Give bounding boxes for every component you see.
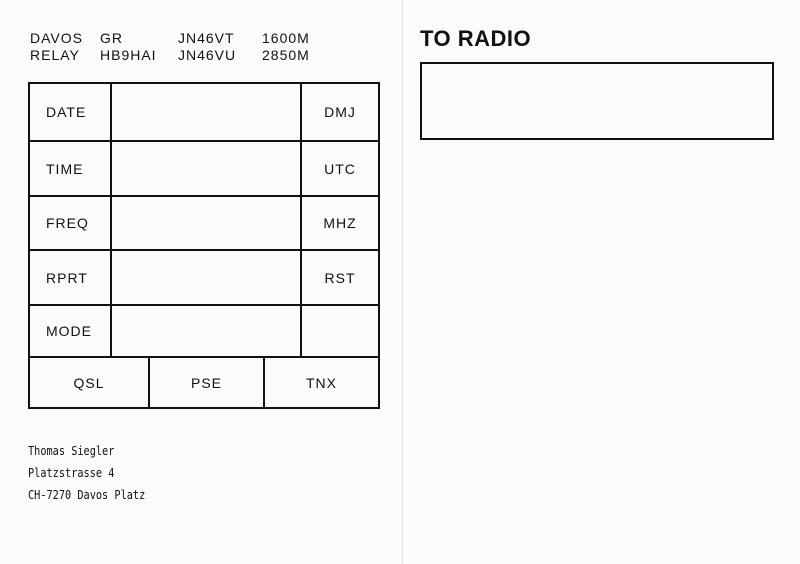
log-row-freq: FREQ MHZ (30, 195, 378, 249)
log-unit-rprt: RST (324, 269, 356, 286)
header-locator: JN46VT (178, 30, 235, 46)
log-unit-date: DMJ (324, 104, 356, 120)
qsl-label: QSL (30, 358, 150, 407)
log-label-rprt: RPRT (30, 251, 112, 304)
header-relay-label: RELAY (30, 47, 80, 63)
sender-street: Platzstrasse 4 (28, 465, 115, 480)
log-label-time: TIME (30, 142, 112, 195)
tnx-label: TNX (306, 374, 337, 391)
log-unit-freq: MHZ (323, 215, 357, 231)
log-value-time[interactable] (112, 142, 302, 195)
log-row-date: DATE DMJ (30, 84, 378, 140)
sender-city: CH-7270 Davos Platz (28, 487, 146, 502)
log-unit-mode (302, 306, 378, 356)
sender-name: Thomas Siegler (28, 443, 115, 458)
header-place: DAVOS (30, 30, 83, 46)
recipient-title: TO RADIO (420, 26, 532, 51)
sender-address: Thomas Siegler Platzstrasse 4 CH-7270 Da… (28, 440, 145, 506)
header-relay-call: HB9HAI (100, 47, 157, 63)
recipient-callsign-box[interactable] (420, 62, 774, 140)
log-row-qsl: QSL PSE TNX (30, 356, 378, 407)
log-value-mode[interactable] (112, 306, 302, 356)
log-value-date[interactable] (112, 84, 302, 140)
log-unit-time: UTC (324, 160, 356, 177)
header-altitude: 1600M (262, 30, 310, 46)
header-relay-locator: JN46VU (178, 47, 237, 63)
log-value-freq[interactable] (112, 197, 302, 249)
log-row-rprt: RPRT RST (30, 249, 378, 304)
log-label-mode: MODE (30, 306, 112, 356)
header-canton: GR (100, 30, 123, 46)
log-row-mode: MODE (30, 304, 378, 356)
card-fold-line (402, 0, 403, 564)
log-label-date: DATE (30, 84, 112, 140)
log-row-time: TIME UTC (30, 140, 378, 195)
header-line-location: DAVOS GR JN46VT 1600M (30, 30, 332, 47)
header-relay-altitude: 2850M (262, 47, 310, 63)
log-label-freq: FREQ (30, 197, 112, 249)
header-line-relay: RELAY HB9HAI JN46VU 2850M (30, 47, 332, 64)
log-value-rprt[interactable] (112, 251, 302, 304)
station-header: DAVOS GR JN46VT 1600M RELAY HB9HAI JN46V… (30, 30, 332, 64)
pse-label: PSE (150, 358, 265, 407)
log-table: DATE DMJ TIME UTC FREQ MHZ RPRT RST MODE… (28, 82, 380, 409)
